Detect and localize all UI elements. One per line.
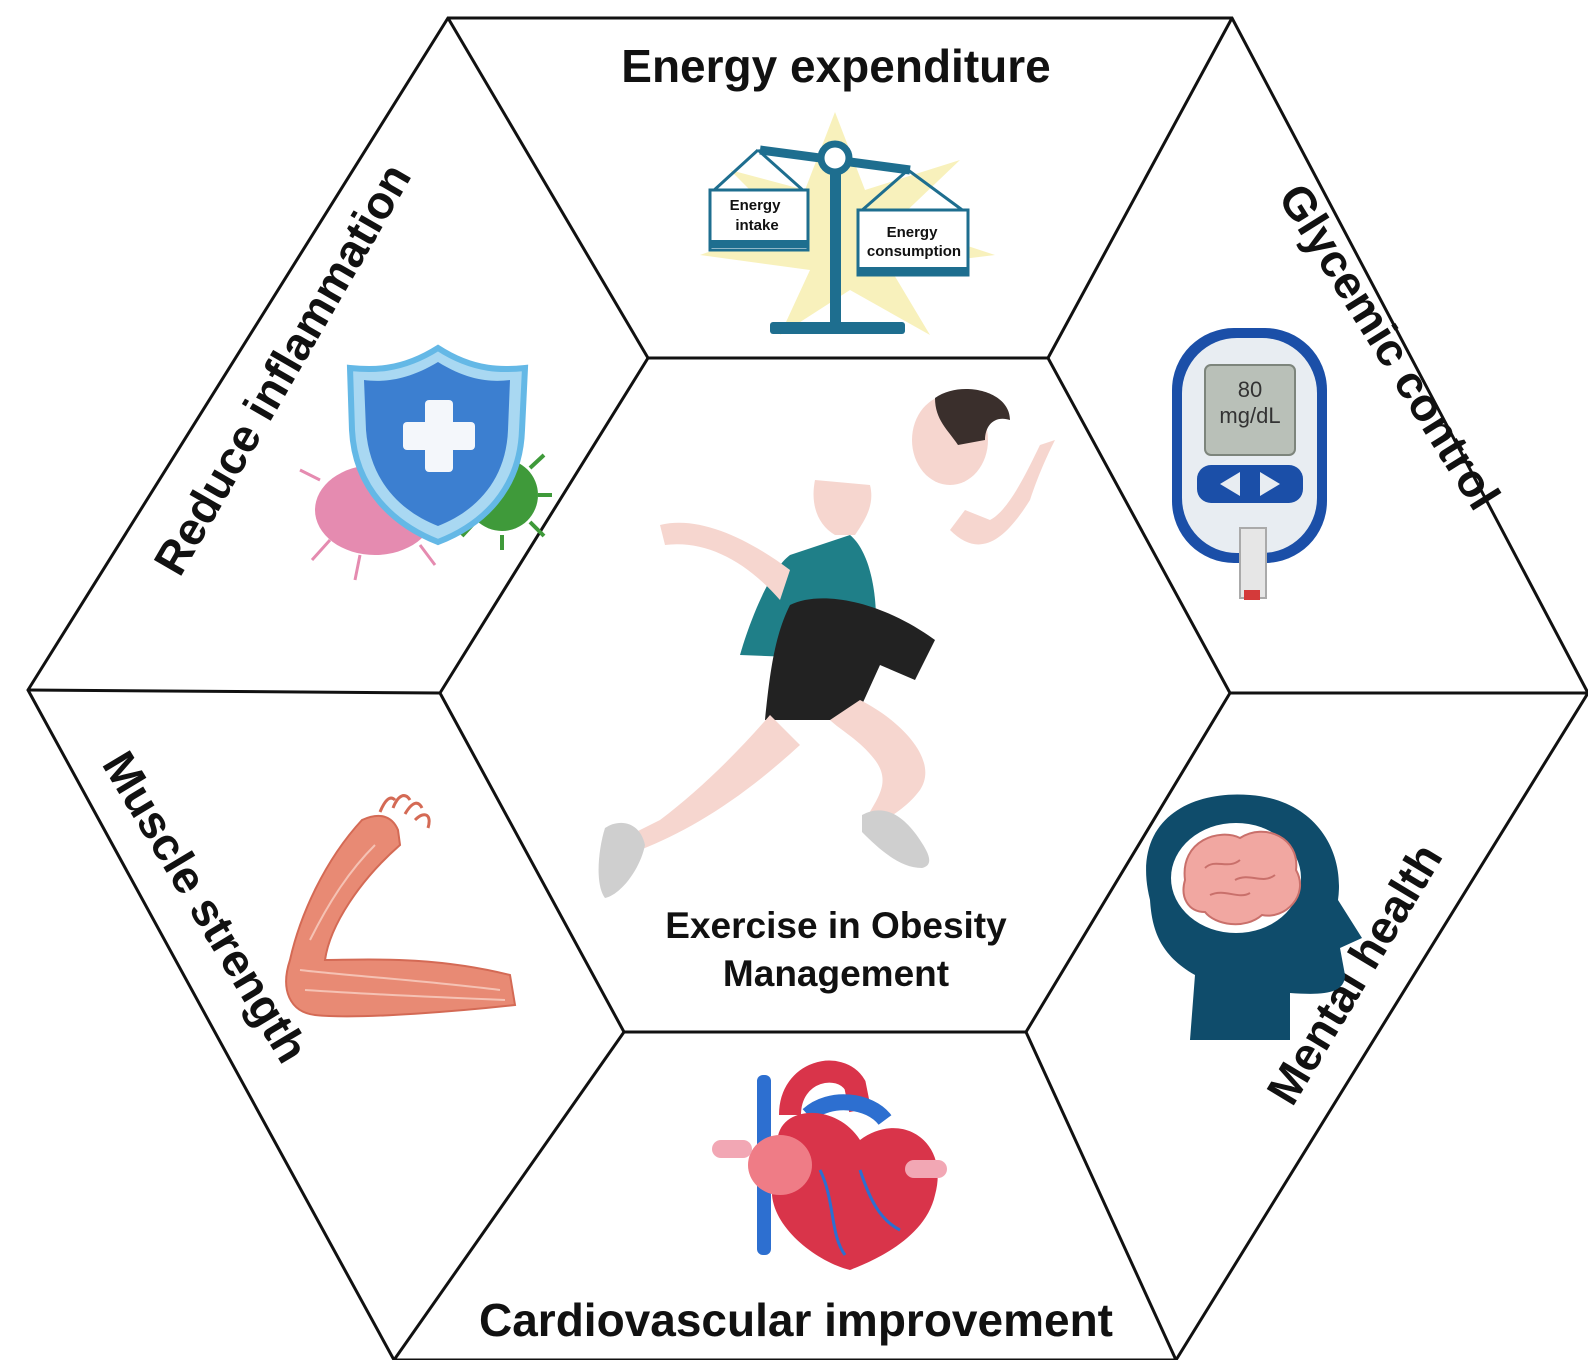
meter-reading-value: 80 bbox=[1238, 377, 1262, 402]
scale-base bbox=[770, 322, 905, 334]
coronary-vessels bbox=[818, 1169, 901, 1256]
test-strip bbox=[1239, 527, 1267, 599]
scale-left-pan-base bbox=[710, 240, 808, 248]
scale-pivot bbox=[817, 140, 853, 176]
runner-hair bbox=[935, 389, 1010, 445]
muscle-fibers bbox=[299, 844, 506, 1001]
vessel-stub-right bbox=[905, 1160, 947, 1178]
runner-front-leg bbox=[830, 700, 926, 825]
shield-cross-horizontal bbox=[403, 422, 475, 450]
meter-right-arrow bbox=[1260, 472, 1280, 496]
balance-scale-icon: Energy intake Energy consumption bbox=[700, 112, 995, 335]
hand-tendons bbox=[378, 794, 431, 829]
scale-right-pan-base bbox=[858, 267, 968, 275]
runner-shorts bbox=[765, 598, 935, 720]
runner-back-shoe bbox=[598, 822, 645, 898]
center-label-line1: Exercise in Obesity bbox=[665, 905, 1007, 946]
brain-folds bbox=[1204, 859, 1276, 897]
scale-left-label-line1: Energy bbox=[730, 197, 782, 214]
center-label-line2: Management bbox=[723, 953, 949, 994]
scale-left-label-line2: intake bbox=[735, 217, 778, 234]
shield-virus-icon bbox=[299, 344, 552, 581]
vessel-stub-left bbox=[712, 1140, 752, 1158]
glucose-meter-icon: 80 mg/dL bbox=[1172, 328, 1327, 600]
arm-muscle-icon bbox=[285, 794, 517, 1018]
segment-title-muscle: Muscle strength bbox=[93, 742, 319, 1071]
divider-line bbox=[392, 1031, 626, 1361]
brain-head-icon bbox=[1146, 794, 1362, 1040]
scale-right-label-line1: Energy bbox=[887, 224, 939, 241]
scale-right-pan bbox=[856, 208, 970, 277]
runner-front-arm bbox=[950, 440, 1055, 545]
scale-right-label-line2: consumption bbox=[867, 243, 961, 260]
divider-line bbox=[1046, 17, 1234, 359]
starburst-shape bbox=[700, 112, 995, 335]
runner-back-leg bbox=[630, 715, 800, 850]
runner-front-shoe bbox=[862, 810, 930, 868]
aortic-arch bbox=[779, 1060, 871, 1116]
runner-figure bbox=[598, 389, 1055, 898]
scale-left-string bbox=[710, 148, 806, 194]
meter-screen bbox=[1204, 364, 1296, 456]
arm-shape bbox=[285, 814, 517, 1018]
meter-left-arrow bbox=[1220, 472, 1240, 496]
blood-drop bbox=[1244, 590, 1260, 600]
segment-title-energy: Energy expenditure bbox=[621, 40, 1050, 92]
scale-pillar bbox=[830, 165, 841, 325]
heart-body bbox=[772, 1112, 938, 1270]
meter-button-panel bbox=[1197, 465, 1303, 503]
meter-reading-unit: mg/dL bbox=[1219, 403, 1280, 428]
runner-back-arm bbox=[660, 522, 790, 600]
bacteria-tendrils bbox=[299, 453, 437, 581]
heart-icon bbox=[712, 1060, 947, 1270]
pulmonary-artery bbox=[802, 1094, 892, 1126]
divider-line bbox=[446, 17, 650, 359]
scale-right-string bbox=[859, 168, 966, 214]
right-atrium bbox=[748, 1135, 812, 1195]
divider-line bbox=[1024, 1031, 1178, 1361]
divider-line bbox=[27, 688, 441, 695]
segment-title-cardio: Cardiovascular improvement bbox=[479, 1294, 1113, 1346]
runner-neck bbox=[813, 480, 872, 535]
